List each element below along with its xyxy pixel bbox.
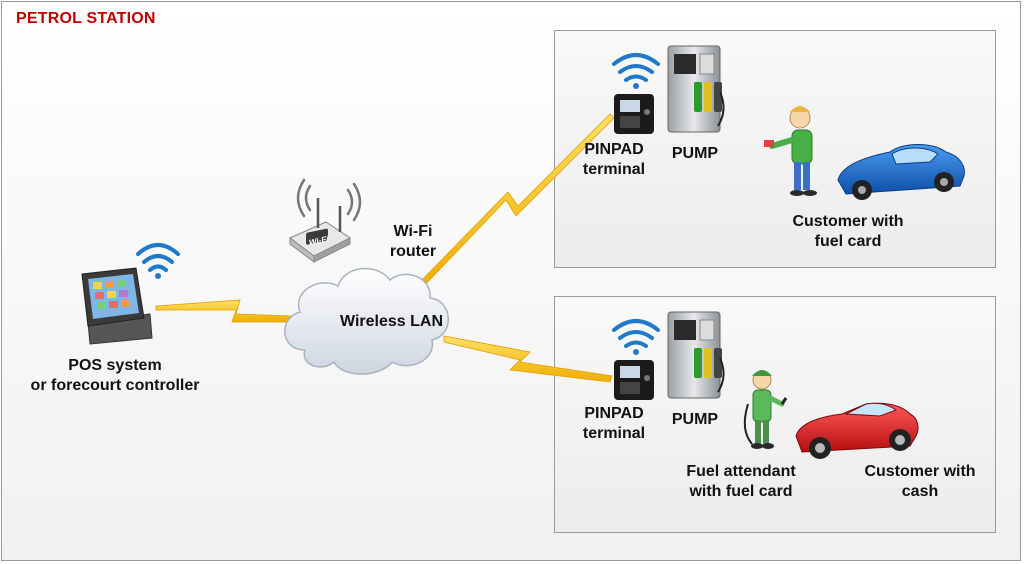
top-pump-icon [667, 45, 725, 133]
top-pinpad-wifi-icon [612, 53, 660, 89]
router-label: Wi-Fi router [368, 222, 458, 262]
blue-car-icon [837, 144, 965, 200]
customer-boy-icon [764, 106, 817, 196]
bottom-pinpad-label: PINPAD terminal [574, 404, 654, 444]
router-signal-icon [296, 178, 362, 222]
top-pump-label: PUMP [671, 145, 719, 162]
top-pinpad-label: PINPAD terminal [574, 140, 654, 180]
top-pinpad-terminal-icon [614, 94, 654, 134]
top-customer-label: Customer with fuel card [776, 212, 920, 252]
bottom-pump-icon [667, 311, 725, 399]
red-car-icon [795, 402, 919, 459]
bottom-pinpad-terminal-icon [614, 360, 654, 400]
wireless-lan-label: Wireless LAN [340, 313, 443, 330]
lightning-link-pos [155, 299, 293, 323]
pos-label-line1: POS system [68, 357, 162, 374]
top-pinpad-label-line1: PINPAD [584, 141, 644, 158]
bottom-pump-zone [554, 296, 996, 533]
wireless-lan-cloud [284, 267, 449, 375]
top-pinpad-label-line2: terminal [582, 161, 646, 178]
bottom-customer-label: Customer with cash [848, 462, 992, 502]
top-customer-label-line1: Customer with [792, 213, 904, 230]
wifi-router-icon: Wi-Fi [289, 198, 351, 263]
router-badge: Wi-Fi [309, 234, 328, 247]
pos-terminal-icon [81, 267, 153, 345]
pos-wifi-icon [136, 243, 180, 279]
bottom-pinpad-label-line2: terminal [582, 425, 646, 442]
attendant-label: Fuel attendant with fuel card [670, 462, 812, 502]
diagram-title: PETROL STATION [16, 10, 156, 27]
pos-label: POS system or forecourt controller [10, 356, 220, 396]
bottom-pump-label: PUMP [671, 411, 719, 428]
attendant-label-line1: Fuel attendant [686, 463, 796, 480]
lightning-link-bottom [443, 335, 613, 383]
pos-label-line2: or forecourt controller [30, 377, 200, 394]
bottom-pinpad-label-line1: PINPAD [584, 405, 644, 422]
router-label-line1: Wi-Fi [393, 223, 433, 240]
top-customer-label-line2: fuel card [814, 233, 882, 250]
attendant-label-line2: with fuel card [689, 483, 793, 500]
bottom-customer-label-line1: Customer with [864, 463, 976, 480]
bottom-pinpad-wifi-icon [612, 319, 660, 355]
fuel-attendant-icon [743, 370, 788, 449]
bottom-customer-label-line2: cash [901, 483, 939, 500]
router-label-line2: router [389, 243, 437, 260]
